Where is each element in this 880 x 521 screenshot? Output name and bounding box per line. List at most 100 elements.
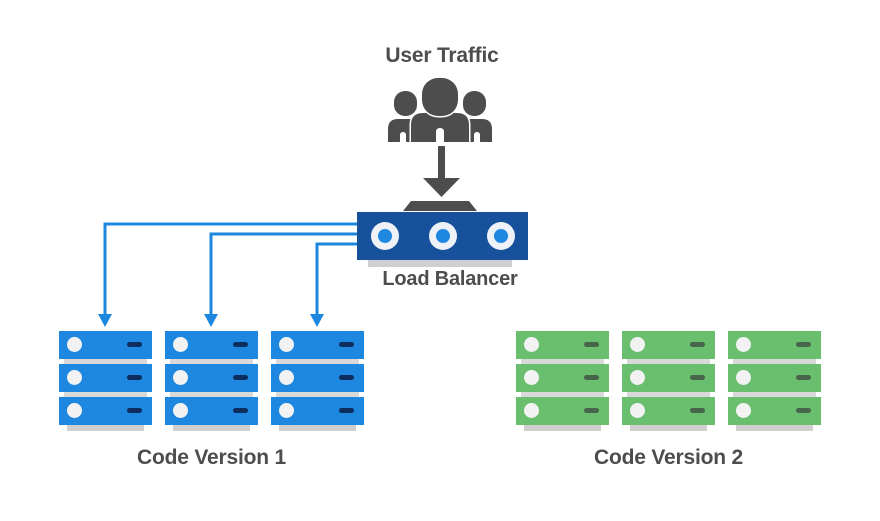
- lb-port-light: [486, 222, 515, 250]
- server-unit: [271, 397, 364, 425]
- connector-line-1: [103, 222, 357, 315]
- lb-port-dot: [435, 229, 450, 243]
- connector-line-3: [315, 242, 357, 315]
- power-led-icon: [630, 370, 645, 385]
- server-unit: [622, 364, 715, 392]
- server-cluster-code-version-1: [59, 331, 364, 431]
- server-unit: [59, 397, 152, 425]
- server-unit: [516, 331, 609, 359]
- server-unit: [622, 331, 715, 359]
- code-version-1-label: Code Version 1: [137, 446, 286, 469]
- drive-slot-icon: [127, 408, 142, 413]
- power-led-icon: [173, 337, 188, 352]
- power-led-icon: [524, 370, 539, 385]
- drive-slot-icon: [339, 342, 354, 347]
- server-unit: [622, 397, 715, 425]
- unit-gap: [733, 359, 816, 364]
- power-led-icon: [67, 337, 82, 352]
- server-unit: [271, 331, 364, 359]
- server-cluster-code-version-2: [516, 331, 821, 431]
- power-led-icon: [173, 370, 188, 385]
- unit-gap: [64, 392, 147, 397]
- power-led-icon: [630, 403, 645, 418]
- server-stack: [165, 331, 258, 431]
- server-unit: [516, 364, 609, 392]
- right-user-head: [463, 91, 486, 116]
- unit-gap: [276, 359, 359, 364]
- server-unit: [271, 364, 364, 392]
- power-led-icon: [173, 403, 188, 418]
- code-version-2-label: Code Version 2: [594, 446, 743, 469]
- drive-slot-icon: [233, 375, 248, 380]
- unit-gap: [170, 392, 253, 397]
- drive-slot-icon: [690, 342, 705, 347]
- server-unit: [728, 331, 821, 359]
- server-unit: [728, 397, 821, 425]
- power-led-icon: [736, 337, 751, 352]
- server-stack: [271, 331, 364, 431]
- server-stack: [728, 331, 821, 431]
- load-balancer-intake-funnel: [403, 201, 477, 211]
- power-led-icon: [736, 403, 751, 418]
- drive-slot-icon: [339, 375, 354, 380]
- connector-arrow-2: [204, 314, 218, 327]
- connector-line-2: [209, 232, 357, 315]
- unit-gap: [627, 392, 710, 397]
- server-unit: [165, 331, 258, 359]
- drive-slot-icon: [339, 408, 354, 413]
- power-led-icon: [524, 403, 539, 418]
- lb-port-dot: [377, 229, 392, 243]
- server-unit: [516, 397, 609, 425]
- server-unit: [165, 364, 258, 392]
- drive-slot-icon: [690, 408, 705, 413]
- drive-slot-icon: [584, 375, 599, 380]
- drive-slot-icon: [233, 342, 248, 347]
- connector-arrow-1: [98, 314, 112, 327]
- left-user-head: [394, 91, 417, 116]
- unit-gap: [64, 359, 147, 364]
- load-balancer-shadow: [368, 260, 512, 267]
- server-unit: [59, 331, 152, 359]
- unit-gap: [733, 392, 816, 397]
- stack-shadow: [524, 425, 601, 431]
- power-led-icon: [279, 337, 294, 352]
- center-user-body: [409, 111, 471, 142]
- server-unit: [165, 397, 258, 425]
- power-led-icon: [630, 337, 645, 352]
- power-led-icon: [67, 403, 82, 418]
- drive-slot-icon: [796, 342, 811, 347]
- power-led-icon: [67, 370, 82, 385]
- connector-arrow-3: [310, 314, 324, 327]
- unit-gap: [627, 359, 710, 364]
- stack-shadow: [67, 425, 144, 431]
- server-stack: [516, 331, 609, 431]
- server-unit: [59, 364, 152, 392]
- lb-port-dot: [493, 229, 508, 243]
- power-led-icon: [279, 403, 294, 418]
- center-user-head: [420, 78, 460, 118]
- traffic-arrow-head: [423, 178, 460, 197]
- stack-shadow: [279, 425, 356, 431]
- drive-slot-icon: [690, 375, 705, 380]
- lb-port-light: [428, 222, 457, 250]
- unit-gap: [276, 392, 359, 397]
- drive-slot-icon: [127, 342, 142, 347]
- server-stack: [622, 331, 715, 431]
- user-traffic-label: User Traffic: [385, 44, 499, 67]
- traffic-arrow-shaft: [438, 146, 445, 179]
- unit-gap: [521, 359, 604, 364]
- unit-gap: [170, 359, 253, 364]
- server-unit: [728, 364, 821, 392]
- stack-shadow: [736, 425, 813, 431]
- load-balancer: [357, 212, 528, 260]
- unit-gap: [521, 392, 604, 397]
- power-led-icon: [736, 370, 751, 385]
- stack-shadow: [173, 425, 250, 431]
- drive-slot-icon: [796, 375, 811, 380]
- lb-port-light: [370, 222, 399, 250]
- drive-slot-icon: [584, 342, 599, 347]
- power-led-icon: [279, 370, 294, 385]
- server-stack: [59, 331, 152, 431]
- stack-shadow: [630, 425, 707, 431]
